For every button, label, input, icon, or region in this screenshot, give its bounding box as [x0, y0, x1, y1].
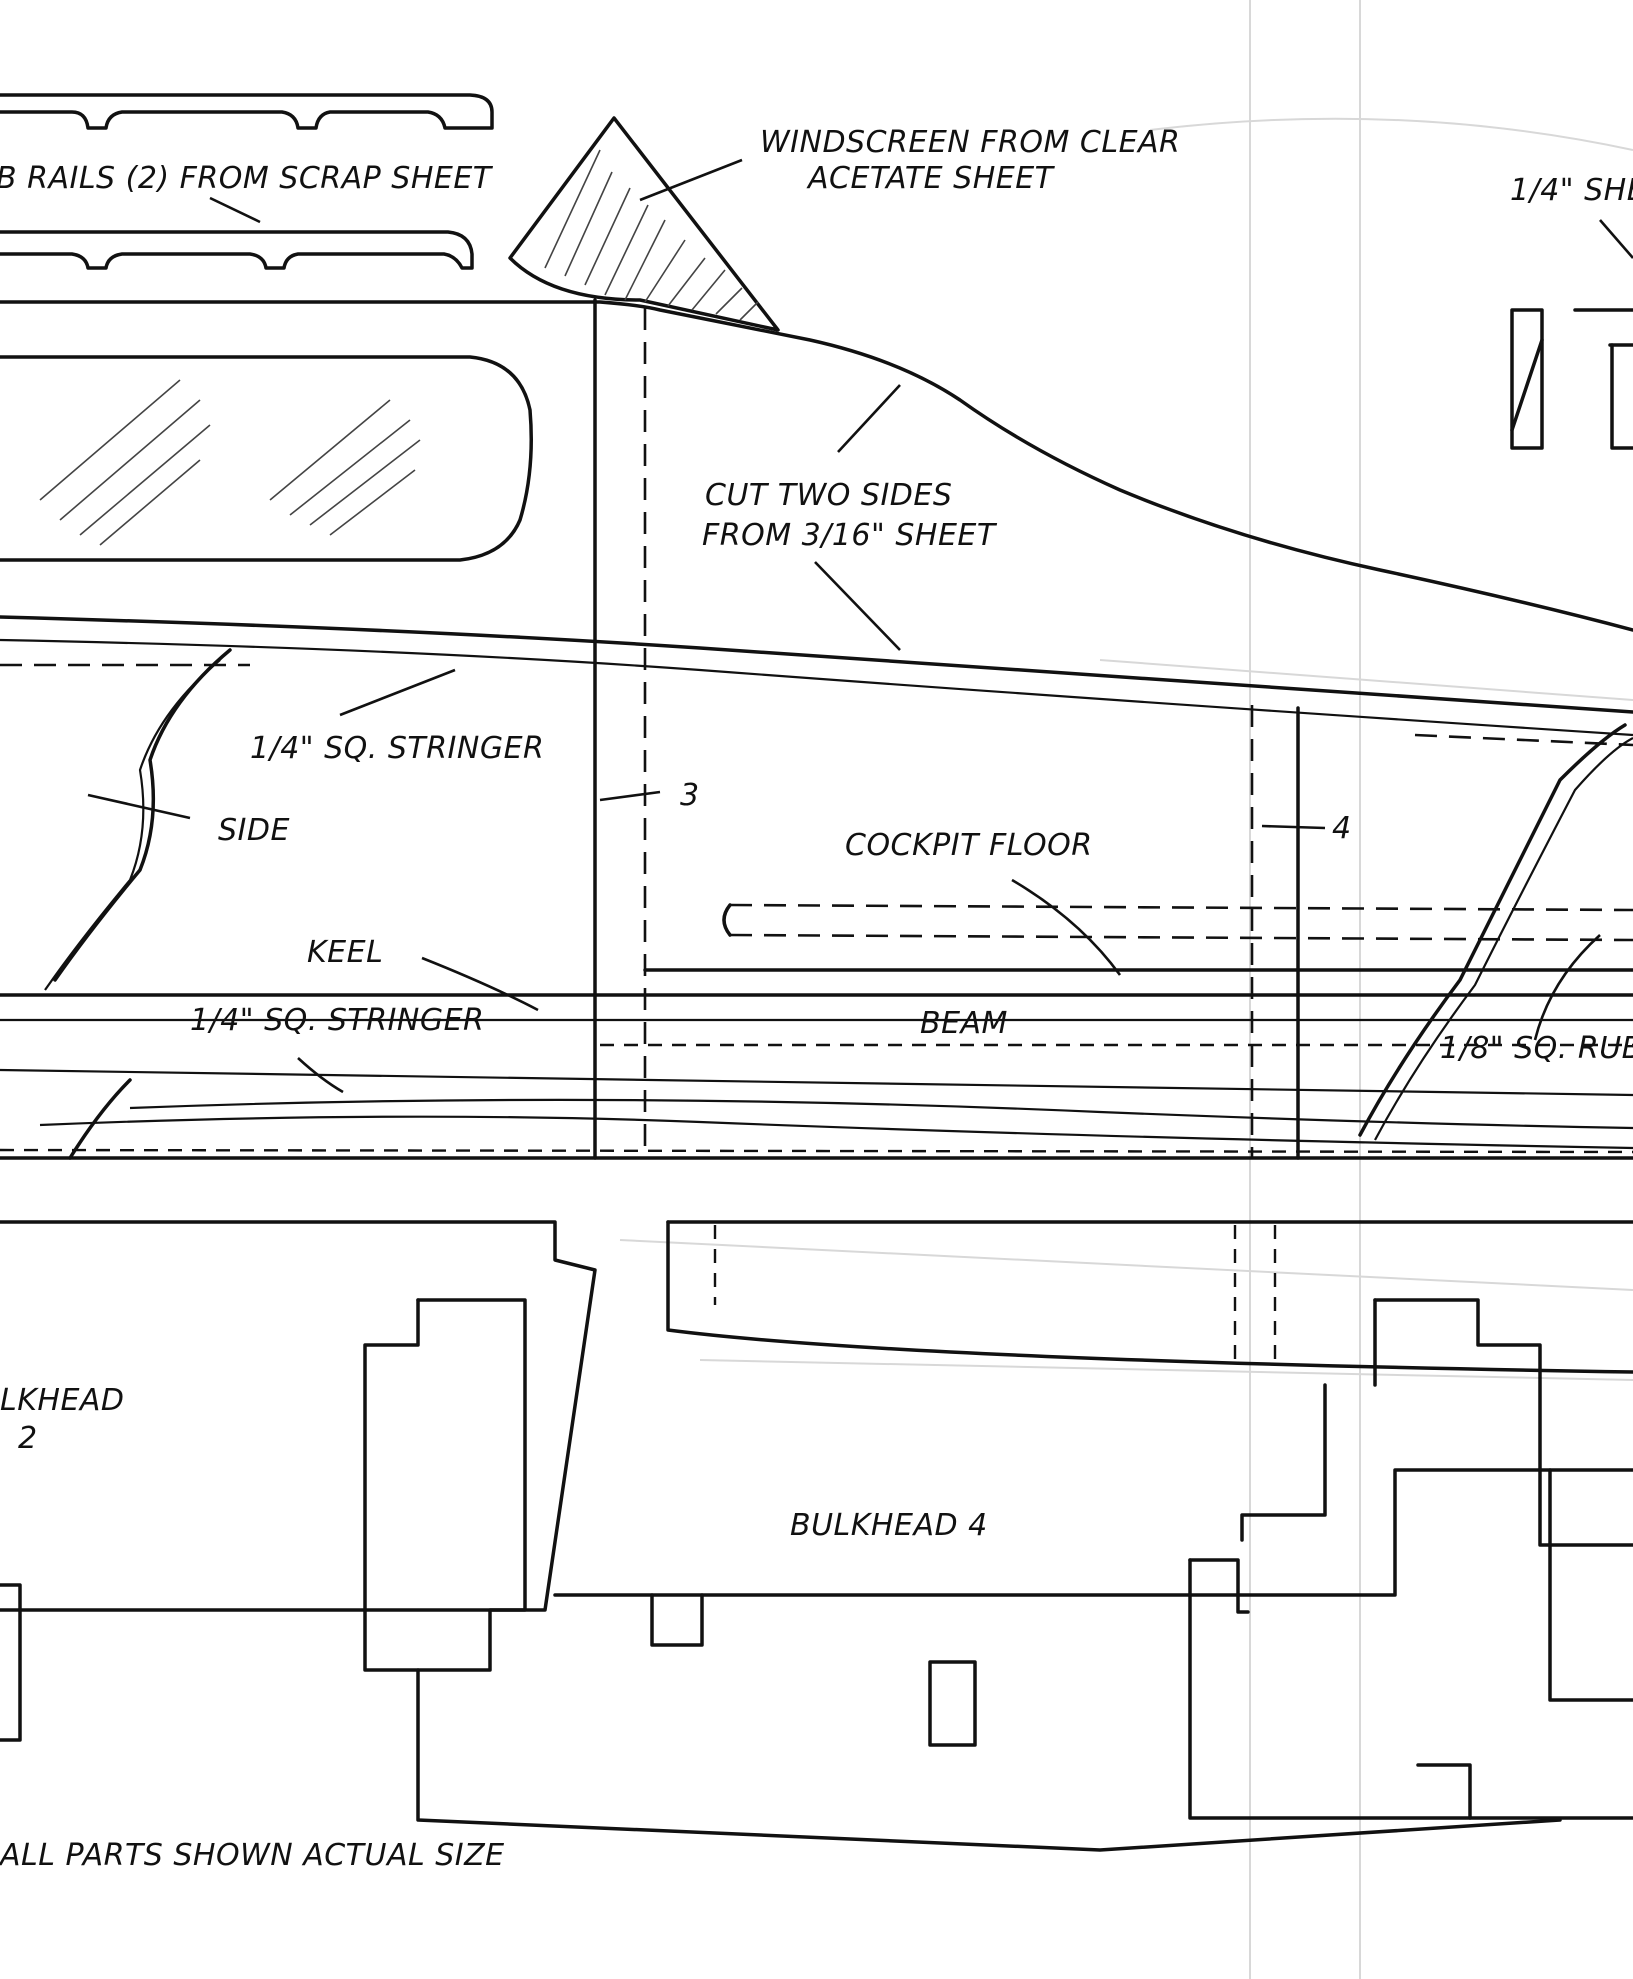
windscreen-label-line2: ACETATE SHEET: [806, 161, 1056, 196]
hull-side-profile: [0, 298, 1633, 1160]
cockpit-floor-label: COCKPIT FLOOR: [845, 828, 1093, 863]
quarter-sheet-label: 1/4" SHEE: [1510, 173, 1633, 208]
rubbing-strip-label: 1/8" SQ. RUBBIN: [1440, 1031, 1633, 1066]
upper-stringer-label: 1/4" SQ. STRINGER: [250, 731, 544, 766]
bulkhead-3-marker: 3: [680, 778, 700, 813]
labels: B RAILS (2) FROM SCRAP SHEET WINDSCREEN …: [0, 125, 1633, 1873]
bulkhead-2-label-line2: 2: [18, 1421, 38, 1456]
rails-label: B RAILS (2) FROM SCRAP SHEET: [0, 161, 494, 196]
windscreen-label-line1: WINDSCREEN FROM CLEAR: [760, 125, 1180, 160]
side-label: SIDE: [218, 813, 290, 848]
rails-drawing: [0, 93, 494, 270]
bulkhead-2-label-line1: LKHEAD: [0, 1383, 125, 1418]
bulkhead-4-label: BULKHEAD 4: [790, 1508, 988, 1543]
bulkhead-4-marker: 4: [1332, 811, 1352, 846]
bulkhead-drawings: [0, 1220, 1633, 1852]
footer-note: ALL PARTS SHOWN ACTUAL SIZE: [0, 1838, 505, 1873]
lower-stringer-label: 1/4" SQ. STRINGER: [190, 1003, 484, 1038]
keel-label: KEEL: [307, 935, 383, 970]
windscreen: [508, 116, 780, 332]
beam-label: BEAM: [920, 1006, 1008, 1041]
leader-arrows: [87, 158, 1601, 1094]
cut-sides-label-line1: CUT TWO SIDES: [705, 478, 952, 513]
show-through-lines: [619, 0, 1633, 1979]
sheet-detail: [1510, 219, 1633, 450]
cut-sides-label-line2: FROM 3/16" SHEET: [702, 518, 998, 553]
